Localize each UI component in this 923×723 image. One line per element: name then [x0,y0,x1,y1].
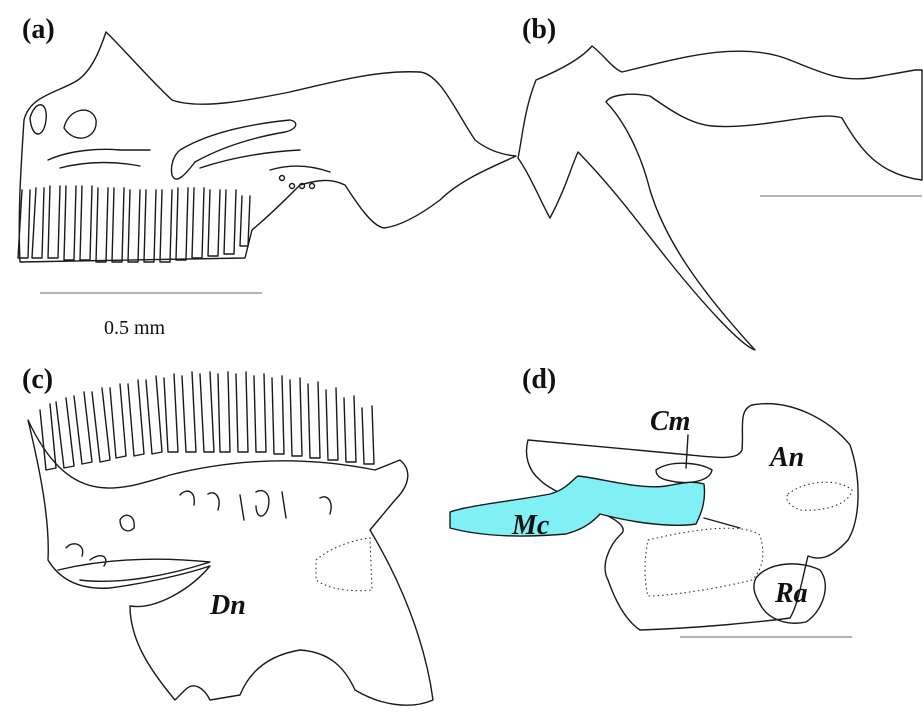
panel-d-letter: (d) [522,364,556,395]
panel-a-foramen-1 [280,176,285,181]
panel-a-foramen-2 [290,184,295,189]
panel-a-outline [19,32,516,262]
panel-d-label-ra: Ra [774,578,808,609]
panel-d-suture [704,518,740,528]
panel-d: (d) Cm An Mc Ra [450,364,858,637]
panel-d-dotted-area-2 [645,528,763,596]
panel-a-teeth [18,186,250,262]
panel-a-letter: (a) [22,14,55,45]
panel-b: (b) [518,14,922,350]
panel-c-lower-process [58,559,210,581]
panel-c-label-dn: Dn [209,590,246,621]
panel-a-foramen-4 [310,184,315,189]
panel-a-ridge [171,120,295,179]
panel-d-dotted-area-1 [787,482,852,510]
panel-a-opening-2 [64,110,96,138]
panel-c-letter: (c) [22,364,53,395]
panel-a-opening-1 [30,105,46,134]
panel-d-label-an: An [768,442,804,473]
panel-d-meckel-cartilage [450,476,705,536]
panel-a-process [48,149,150,168]
panel-b-outline [518,46,922,350]
panel-a-scale-label: 0.5 mm [104,317,166,339]
panel-c-teeth [40,372,374,470]
panel-c-dotted-area [316,538,372,591]
panel-a: (a) [18,14,516,339]
panel-d-label-mc: Mc [511,510,550,541]
panel-a-ridge-2 [200,150,330,172]
panel-b-letter: (b) [522,14,556,45]
panel-d-coronomeckelian [656,463,712,482]
panel-c-openings [66,491,331,566]
panel-d-label-cm: Cm [650,406,690,437]
panel-c: (c) Dn [22,364,433,705]
